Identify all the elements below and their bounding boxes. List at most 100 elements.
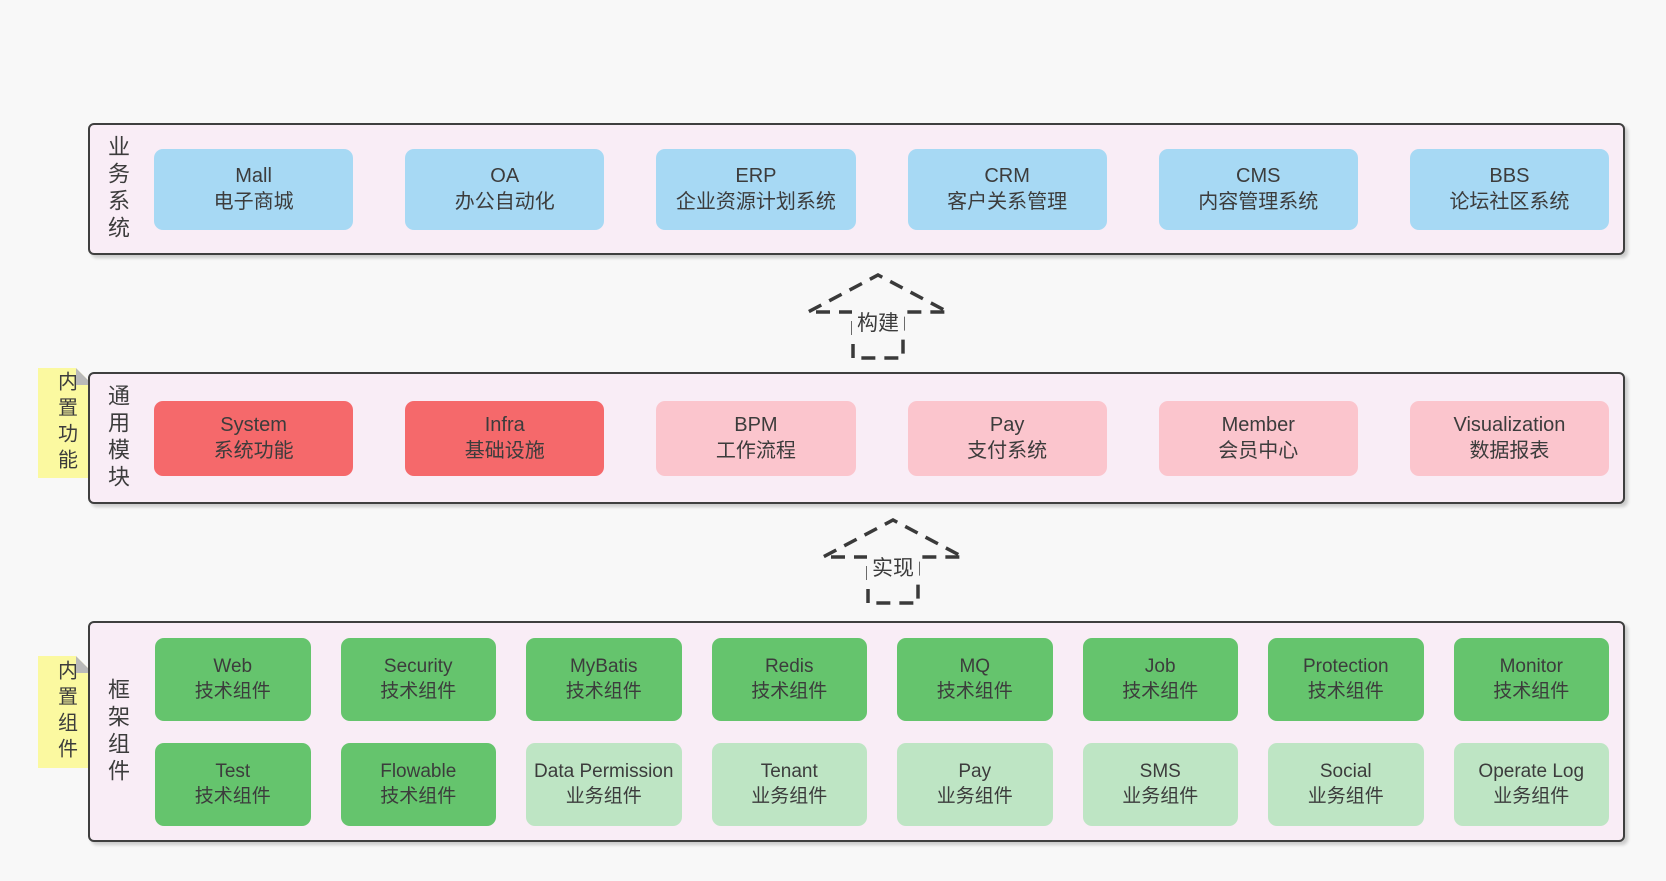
node-subtitle: 论坛社区系统: [1449, 191, 1570, 213]
node-subtitle: 技术组件: [1122, 681, 1199, 702]
node-subtitle: 系统功能: [213, 440, 294, 462]
node-redis: Redis 技术组件: [711, 637, 867, 721]
node-name: BPM: [734, 413, 778, 436]
node-name: Protection: [1302, 655, 1389, 677]
node-pay-biz: Pay 业务组件: [897, 742, 1053, 826]
node-test: Test 技术组件: [155, 742, 311, 826]
layer-framework-components: 框架组件 Web 技术组件 Security 技术组件 MyBatis 技术组件…: [88, 621, 1625, 842]
node-subtitle: 客户关系管理: [947, 191, 1068, 213]
node-name: Social: [1319, 760, 1372, 782]
up-arrow-icon: [807, 273, 949, 360]
node-subtitle: 电子商城: [213, 191, 294, 213]
node-name: Job: [1144, 655, 1176, 677]
node-monitor: Monitor 技术组件: [1453, 637, 1609, 721]
node-name: Redis: [764, 655, 814, 677]
node-pay: Pay 支付系统: [907, 400, 1107, 476]
node-member: Member 会员中心: [1158, 400, 1358, 476]
node-name: Security: [383, 655, 453, 677]
node-system: System 系统功能: [154, 400, 354, 476]
layer-label: 通用模块: [105, 384, 130, 492]
layer-label-column: 通用模块: [90, 374, 144, 502]
arrow-label: 实现: [867, 551, 919, 583]
node-subtitle: 内容管理系统: [1198, 191, 1319, 213]
node-subtitle: 业务组件: [1307, 786, 1384, 807]
sticky-note-label: 内置组件: [54, 660, 77, 764]
node-name: CMS: [1236, 164, 1281, 187]
node-name: Monitor: [1499, 655, 1563, 677]
node-name: Mall: [235, 164, 272, 187]
node-mybatis: MyBatis 技术组件: [526, 637, 682, 721]
build-arrow: 构建: [798, 266, 958, 362]
node-name: MyBatis: [569, 655, 638, 677]
node-subtitle: 支付系统: [967, 440, 1048, 462]
node-name: Flowable: [380, 760, 457, 782]
node-mall: Mall 电子商城: [154, 148, 354, 230]
component-row-1: Web 技术组件 Security 技术组件 MyBatis 技术组件 Redi…: [155, 637, 1609, 721]
node-subtitle: 业务组件: [936, 786, 1013, 807]
business-boxes-row: Mall 电子商城 OA 办公自动化 ERP 企业资源计划系统 CRM 客户关系…: [144, 125, 1623, 253]
node-protection: Protection 技术组件: [1268, 637, 1424, 721]
sticky-note-label: 内置功能: [54, 371, 77, 475]
node-job: Job 技术组件: [1082, 637, 1238, 721]
node-subtitle: 业务组件: [751, 786, 828, 807]
component-boxes-rows: Web 技术组件 Security 技术组件 MyBatis 技术组件 Redi…: [144, 623, 1623, 840]
node-name: CRM: [984, 164, 1030, 187]
node-name: MQ: [959, 655, 991, 677]
node-name: System: [220, 413, 287, 436]
node-subtitle: 技术组件: [751, 681, 828, 702]
node-operate-log: Operate Log 业务组件: [1453, 742, 1609, 826]
node-data-permission: Data Permission 业务组件: [526, 742, 682, 826]
node-sms: SMS 业务组件: [1082, 742, 1238, 826]
node-tenant: Tenant 业务组件: [711, 742, 867, 826]
node-subtitle: 技术组件: [936, 681, 1013, 702]
node-name: Data Permission: [534, 760, 674, 782]
arrow-label: 构建: [852, 306, 904, 338]
node-flowable: Flowable 技术组件: [340, 742, 496, 826]
node-subtitle: 技术组件: [380, 681, 457, 702]
node-subtitle: 办公自动化: [454, 191, 555, 213]
node-subtitle: 业务组件: [1493, 786, 1570, 807]
layer-label-column: 框架组件: [90, 623, 144, 840]
layer-label: 业务系统: [105, 135, 130, 243]
node-name: OA: [490, 164, 520, 187]
node-name: Tenant: [760, 760, 818, 782]
node-bpm: BPM 工作流程: [656, 400, 856, 476]
node-subtitle: 工作流程: [715, 440, 796, 462]
node-subtitle: 技术组件: [380, 786, 457, 807]
node-subtitle: 技术组件: [194, 786, 271, 807]
node-name: Pay: [989, 413, 1025, 436]
node-name: Operate Log: [1478, 760, 1585, 782]
node-subtitle: 业务组件: [565, 786, 642, 807]
node-name: Member: [1221, 413, 1295, 436]
implement-arrow: 实现: [813, 511, 973, 607]
node-subtitle: 企业资源计划系统: [675, 191, 836, 213]
node-infra: Infra 基础设施: [405, 400, 605, 476]
layer-business-systems: 业务系统 Mall 电子商城 OA 办公自动化 ERP 企业资源计划系统 CRM…: [88, 123, 1625, 255]
node-erp: ERP 企业资源计划系统: [656, 148, 856, 230]
node-visualization: Visualization 数据报表: [1409, 400, 1610, 476]
node-subtitle: 基础设施: [464, 440, 545, 462]
node-subtitle: 技术组件: [565, 681, 642, 702]
node-subtitle: 技术组件: [1493, 681, 1570, 702]
node-name: Test: [215, 760, 251, 782]
node-subtitle: 业务组件: [1122, 786, 1199, 807]
node-name: ERP: [735, 164, 777, 187]
sticky-note-built-in-features: 内置功能: [38, 368, 93, 478]
node-subtitle: 会员中心: [1218, 440, 1299, 462]
layer-label-column: 业务系统: [90, 125, 144, 253]
layer-label: 框架组件: [105, 677, 130, 786]
node-subtitle: 数据报表: [1469, 440, 1550, 462]
node-name: SMS: [1139, 760, 1181, 782]
node-oa: OA 办公自动化: [405, 148, 605, 230]
node-name: BBS: [1489, 164, 1530, 187]
node-social: Social 业务组件: [1268, 742, 1424, 826]
layer-common-modules: 通用模块 System 系统功能 Infra 基础设施 BPM 工作流程 Pay…: [88, 372, 1625, 504]
up-arrow-icon: [822, 518, 964, 605]
node-subtitle: 技术组件: [1307, 681, 1384, 702]
node-name: Visualization: [1453, 413, 1566, 436]
node-crm: CRM 客户关系管理: [907, 148, 1107, 230]
component-row-2: Test 技术组件 Flowable 技术组件 Data Permission …: [155, 742, 1609, 826]
node-subtitle: 技术组件: [194, 681, 271, 702]
node-web: Web 技术组件: [155, 637, 311, 721]
